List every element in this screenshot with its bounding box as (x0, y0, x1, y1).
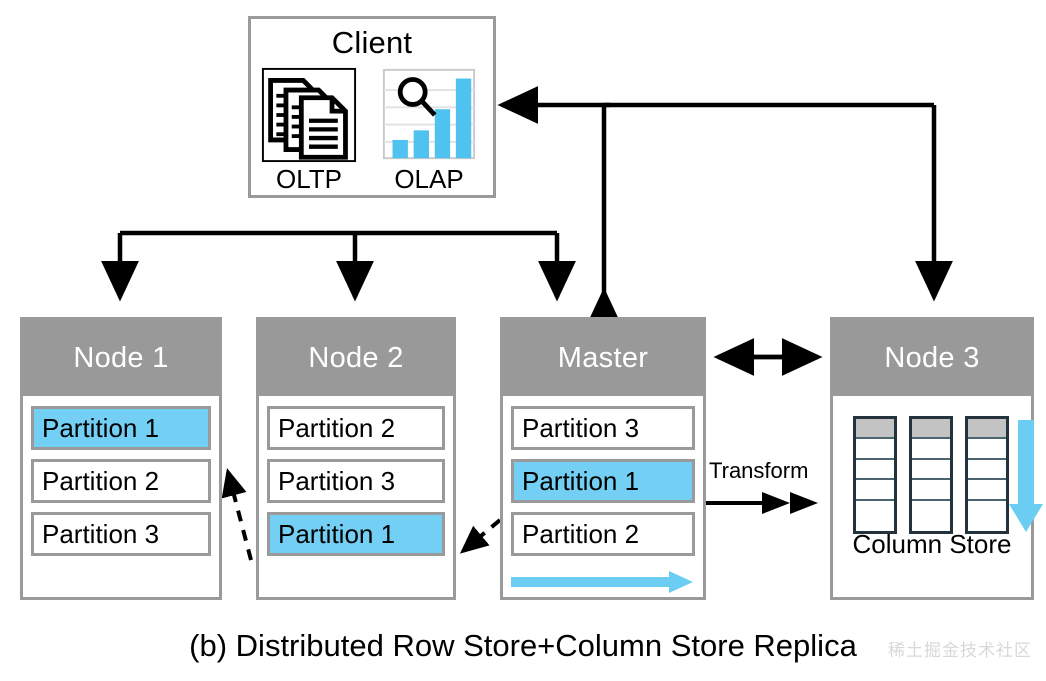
node-3: Node 3 (830, 317, 1043, 600)
column-cell (968, 459, 1006, 481)
node-3-body: Column Store (833, 396, 1043, 570)
node-2: Node 2 Partition 2 Partition 3 Partition… (256, 317, 456, 600)
master-flow-arrow-icon (511, 571, 693, 593)
node-2-partition-3: Partition 3 (267, 459, 445, 503)
column-cell (856, 480, 894, 501)
master-partition-3: Partition 3 (511, 406, 695, 450)
olap-label: OLAP (394, 164, 464, 194)
column-store-label: Column Store (852, 529, 1012, 559)
column-cell (912, 419, 950, 440)
master-body: Partition 3 Partition 1 Partition 2 (503, 396, 703, 573)
column-cell (856, 439, 894, 460)
master-partition-1: Partition 1 (511, 459, 695, 503)
transform-label: Transform (709, 458, 809, 483)
node-1: Node 1 Partition 1 Partition 2 Partition… (20, 317, 222, 600)
node-1-body: Partition 1 Partition 2 Partition 3 (23, 396, 219, 573)
column-cell (968, 500, 1006, 521)
olap-icon-group: OLAP (379, 67, 479, 195)
column-cell (912, 480, 950, 501)
client-title: Client (331, 25, 413, 60)
client-box: Client (248, 16, 496, 198)
column-cell (968, 439, 1006, 460)
column-store-area: Column Store (841, 406, 1043, 562)
figure-caption: (b) Distributed Row Store+Column Store R… (189, 628, 857, 663)
column-stack-1 (853, 416, 897, 534)
node-2-partition-2: Partition 2 (267, 406, 445, 450)
node-2-partition-1: Partition 1 (267, 512, 445, 556)
column-cell (856, 459, 894, 481)
node-1-partition-2: Partition 2 (31, 459, 211, 503)
column-cell (856, 419, 894, 440)
column-store-down-arrow-icon (1009, 420, 1043, 532)
node-1-partition-3: Partition 3 (31, 512, 211, 556)
node-1-partition-1: Partition 1 (31, 406, 211, 450)
column-cell (968, 480, 1006, 501)
column-stack-2 (909, 416, 953, 534)
column-stack-3 (965, 416, 1009, 534)
column-cell (856, 500, 894, 521)
column-cell (912, 459, 950, 481)
olap-barchart-icon (382, 68, 476, 160)
node-3-header: Node 3 (833, 320, 1031, 396)
node-1-header: Node 1 (23, 320, 219, 396)
column-cell (968, 419, 1006, 440)
master-header: Master (503, 320, 703, 396)
master-node: Master Partition 3 Partition 1 Partition… (500, 317, 706, 600)
node-2-body: Partition 2 Partition 3 Partition 1 (259, 396, 453, 573)
oltp-icon-group: OLTP (259, 67, 359, 195)
watermark: 稀土掘金技术社区 (888, 641, 1032, 660)
node-2-header: Node 2 (259, 320, 453, 396)
oltp-label: OLTP (276, 164, 342, 194)
column-cell (912, 439, 950, 460)
column-cell (912, 500, 950, 521)
master-partition-2: Partition 2 (511, 512, 695, 556)
oltp-documents-icon (261, 67, 357, 163)
